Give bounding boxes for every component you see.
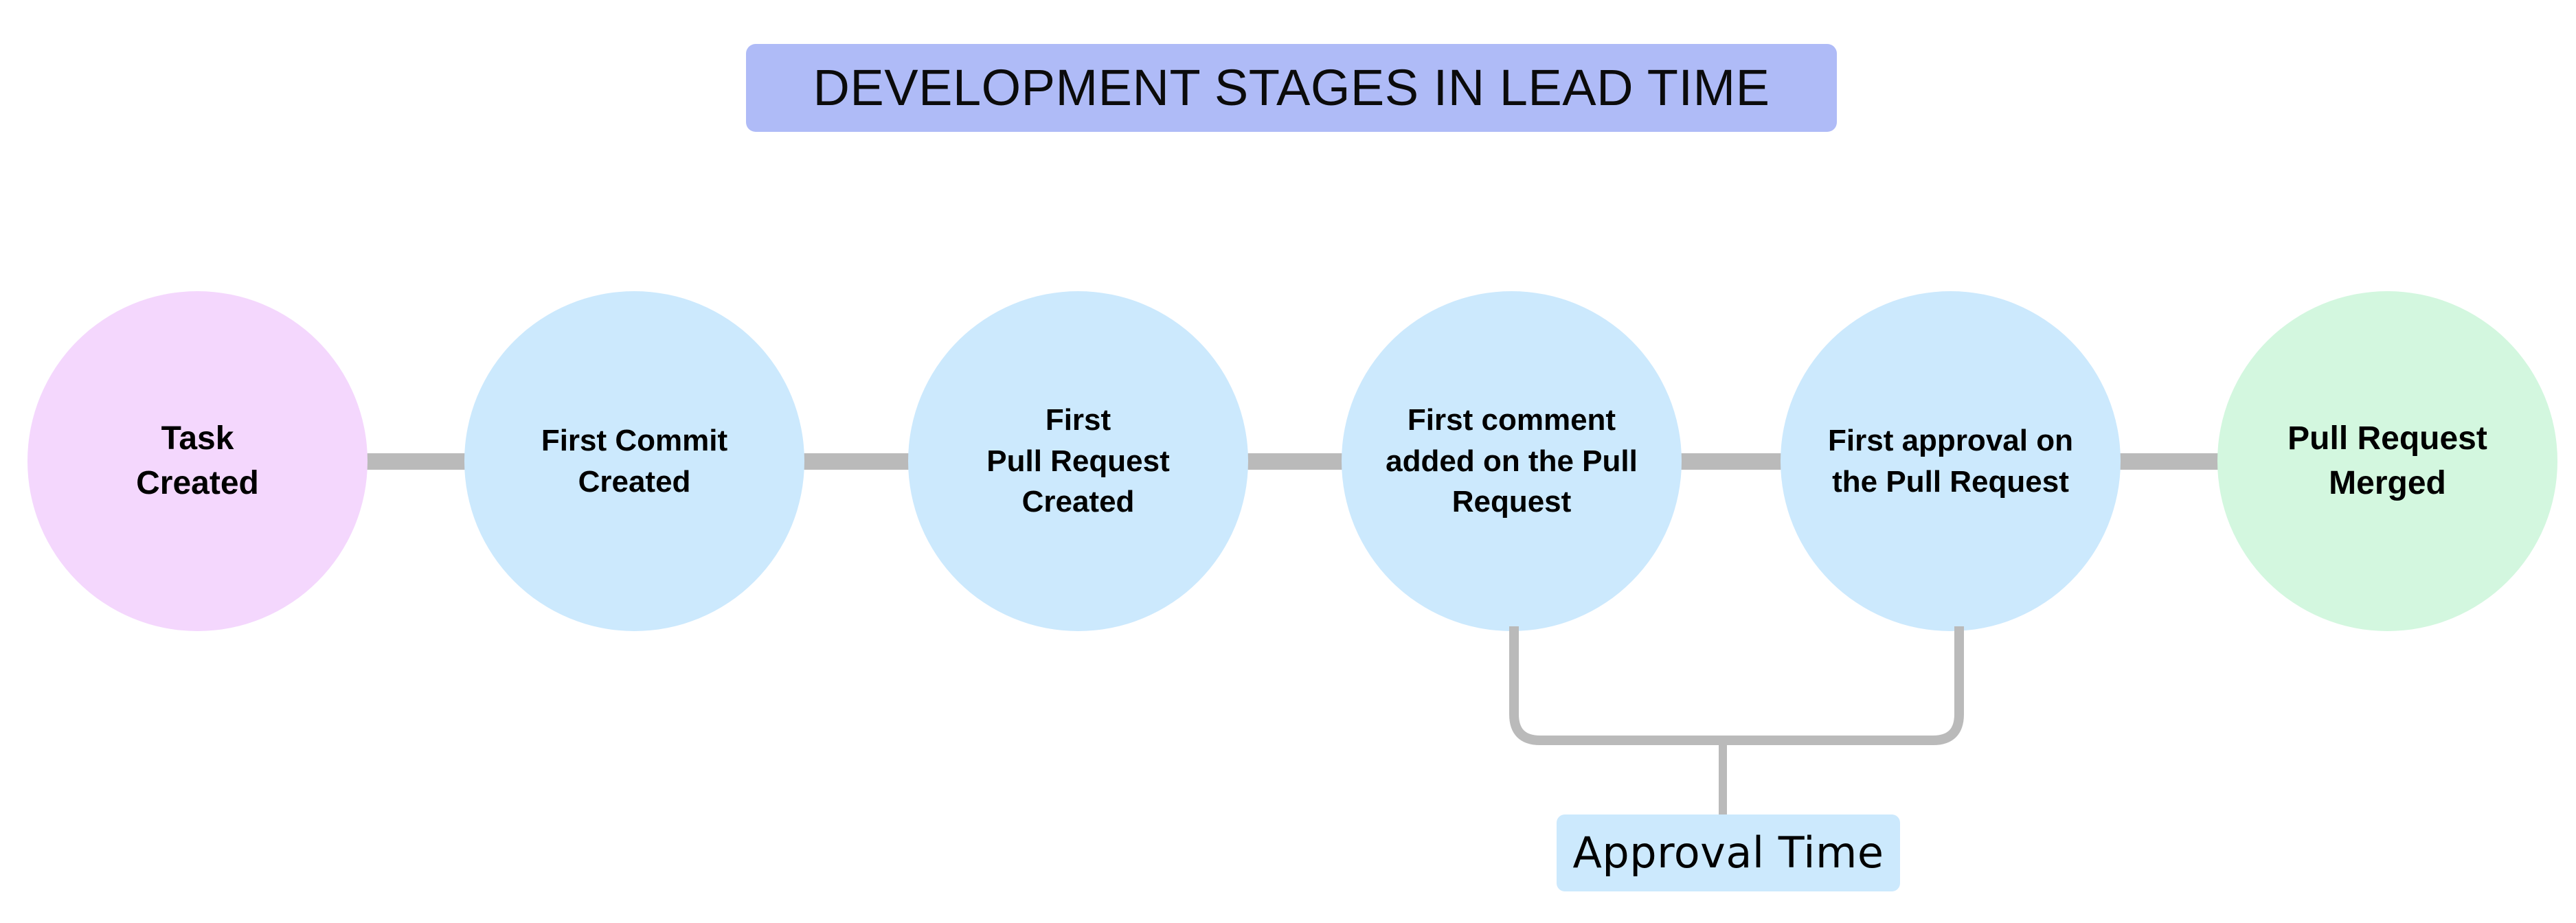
page-title: DEVELOPMENT STAGES IN LEAD TIME	[813, 59, 1770, 116]
diagram-title-banner: DEVELOPMENT STAGES IN LEAD TIME	[746, 44, 1837, 132]
node-label-first-pull-request-created: First Pull Request Created	[986, 403, 1170, 519]
node-pull-request-merged[interactable]: Pull Request Merged	[2217, 291, 2557, 631]
approval-time-label: Approval Time	[1572, 828, 1884, 878]
connector-approval-to-merged	[2112, 453, 2227, 470]
connector-comment-to-approval	[1675, 453, 1790, 470]
approval-time-bracket	[1509, 626, 1964, 817]
node-first-approval-on-pull-request[interactable]: First approval on the Pull Request	[1781, 291, 2121, 631]
node-label-first-approval-on-pull-request: First approval on the Pull Request	[1828, 424, 2073, 499]
node-first-commit-created[interactable]: First Commit Created	[464, 291, 804, 631]
node-label-task-created: Task Created	[136, 420, 259, 501]
node-label-first-commit-created: First Commit Created	[541, 424, 728, 499]
node-label-first-comment-on-pull-request: First comment added on the Pull Request	[1386, 403, 1638, 519]
connector-pr-to-comment	[1240, 453, 1351, 470]
node-first-comment-on-pull-request[interactable]: First comment added on the Pull Request	[1342, 291, 1682, 631]
node-first-pull-request-created[interactable]: First Pull Request Created	[908, 291, 1248, 631]
approval-time-badge: Approval Time	[1557, 814, 1900, 891]
node-task-created[interactable]: Task Created	[27, 291, 368, 631]
connector-commit-to-pr	[797, 453, 917, 470]
bracket-path	[1509, 626, 1964, 745]
connector-task-to-commit	[357, 453, 474, 470]
node-label-pull-request-merged: Pull Request Merged	[2287, 420, 2487, 501]
